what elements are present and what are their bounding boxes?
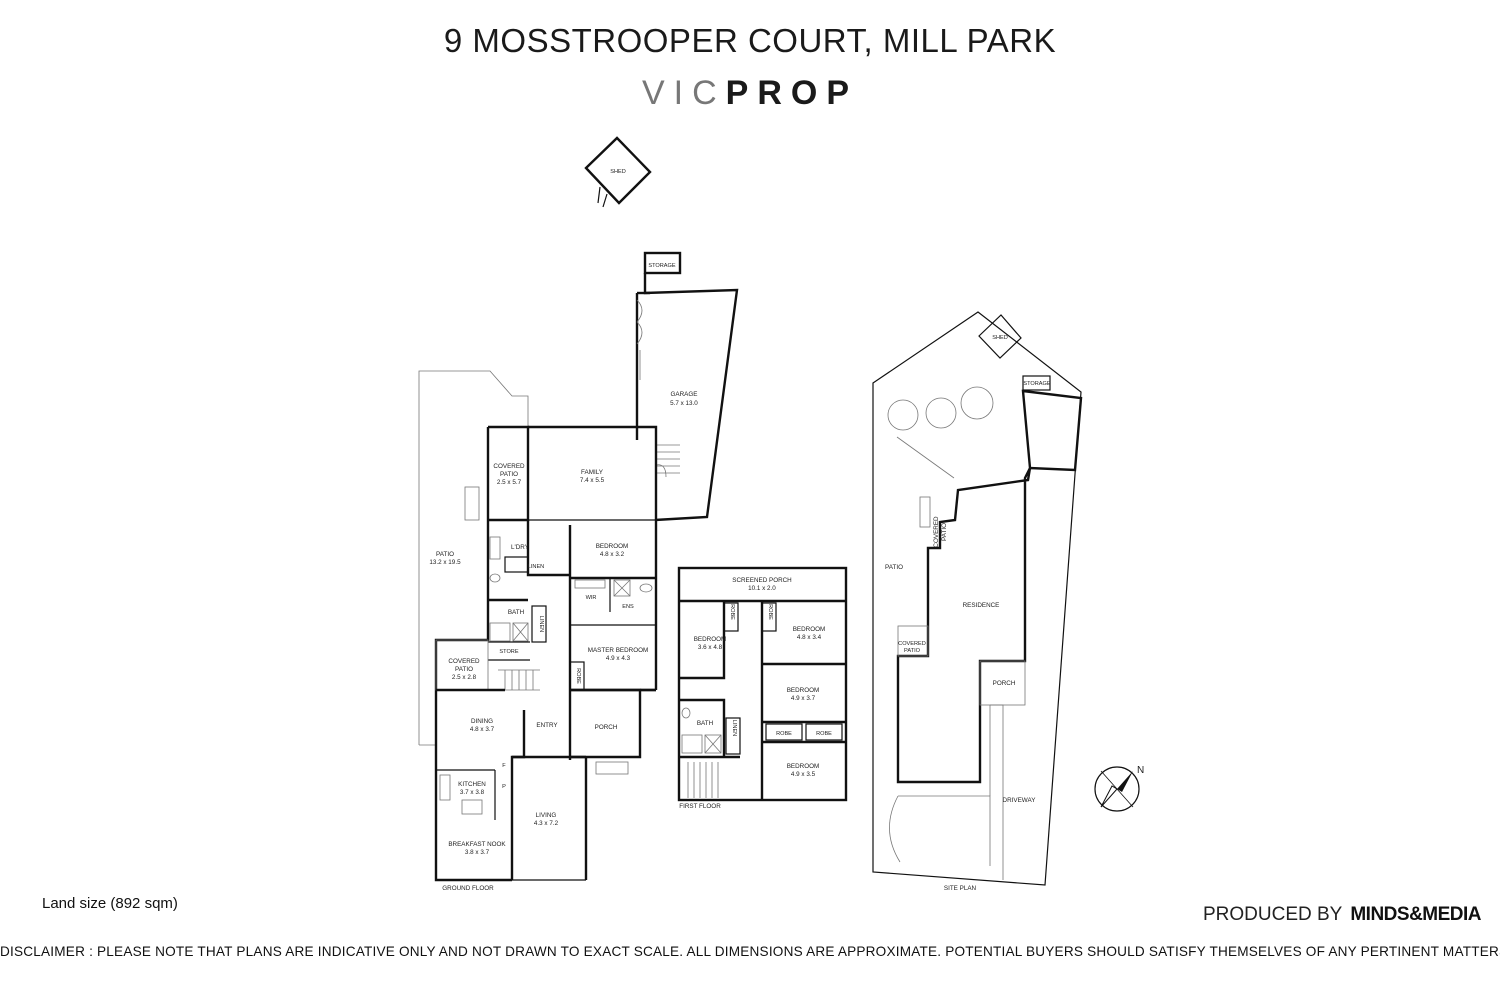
store-name: STORE <box>499 649 518 655</box>
patio-name: PATIO <box>436 551 454 558</box>
kitchen-name: KITCHEN <box>458 781 486 788</box>
bedroom-b-name: BEDROOM <box>793 626 826 633</box>
bath-ff-name: BATH <box>697 720 714 727</box>
covered-patio-side-name2: PATIO <box>455 666 473 673</box>
fridge-label: F <box>502 763 506 769</box>
site-driveway-label: DRIVEWAY <box>1003 797 1037 804</box>
gf-storage-label: STORAGE <box>648 263 676 269</box>
land-size: Land size (892 sqm) <box>42 895 178 912</box>
master-bedroom-size: 4.9 x 4.3 <box>606 655 631 662</box>
shed-label: SHED <box>610 169 626 175</box>
ground-floor-plan: STORAGE GARAGE 5.7 x 13.0 COVERED PATIO … <box>418 251 739 892</box>
produced-by-label: PRODUCED BY <box>1203 904 1343 925</box>
covered-patio-top-name1: COVERED <box>493 463 525 470</box>
producer-credit: PRODUCED BY MINDS&MEDIA <box>1203 904 1482 926</box>
covered-patio-side-name1: COVERED <box>448 658 480 665</box>
kitchen-size: 3.7 x 3.8 <box>460 789 485 796</box>
master-bedroom-name: MASTER BEDROOM <box>588 647 649 654</box>
patio-size: 13.2 x 19.5 <box>429 559 461 566</box>
agency-logo-bold: PROP <box>725 74 859 112</box>
dining-name: DINING <box>471 718 493 725</box>
site-storage-label: STORAGE <box>1023 381 1051 387</box>
linen-2-name: LINEN <box>538 616 544 632</box>
ens-name: ENS <box>622 604 634 610</box>
agency-logo-light: VIC <box>641 74 726 112</box>
wir-name: WIR <box>586 595 597 601</box>
laundry-name: L'DRY <box>511 544 530 551</box>
family-name: FAMILY <box>581 469 604 476</box>
robe-d-name: ROBE <box>816 731 832 737</box>
producer-logo: MINDS&MEDIA <box>1350 904 1482 925</box>
dining-size: 4.8 x 3.7 <box>470 726 495 733</box>
garage-size: 5.7 x 13.0 <box>670 400 698 407</box>
covered-patio-top-size: 2.5 x 5.7 <box>497 479 522 486</box>
disclaimer: DISCLAIMER : PLEASE NOTE THAT PLANS ARE … <box>0 944 1500 959</box>
family-size: 7.4 x 5.5 <box>580 477 605 484</box>
bedroom-c-size: 4.9 x 3.7 <box>791 695 816 702</box>
site-patio-label: PATIO <box>885 564 903 571</box>
site-covered-patio-top-2: PATIO <box>941 523 948 541</box>
living-size: 4.3 x 7.2 <box>534 820 559 827</box>
bedroom-a-size: 3.6 x 4.8 <box>698 644 723 651</box>
compass-north-label: N <box>1137 765 1144 776</box>
bedroom-c-name: BEDROOM <box>787 687 820 694</box>
breakfast-nook-name: BREAKFAST NOOK <box>448 841 506 848</box>
site-plan: SHED STORAGE COVERED PATIO PATIO RESIDEN… <box>872 311 1083 892</box>
ground-floor-caption: GROUND FLOOR <box>442 885 494 892</box>
covered-patio-side-size: 2.5 x 2.8 <box>452 674 477 681</box>
site-shed-label: SHED <box>992 335 1008 341</box>
detached-shed: SHED <box>584 136 652 208</box>
screened-porch-size: 10.1 x 2.0 <box>748 585 776 592</box>
agency-logo: VICPROP <box>0 74 1500 113</box>
screened-porch-name: SCREENED PORCH <box>732 577 792 584</box>
robe-a-name: ROBE <box>729 604 735 620</box>
breakfast-nook-size: 3.8 x 3.7 <box>465 849 490 856</box>
robe-c-name: ROBE <box>776 731 792 737</box>
site-porch-label: PORCH <box>993 680 1016 687</box>
site-covered-patio-low-2: PATIO <box>904 648 921 654</box>
linen-1-name: LINEN <box>528 564 544 570</box>
robe-b-name: ROBE <box>767 604 773 620</box>
first-floor-plan: SCREENED PORCH 10.1 x 2.0 ROBE ROBE BEDR… <box>677 566 848 810</box>
site-plan-caption: SITE PLAN <box>944 885 977 892</box>
bedroom-gf-size: 4.8 x 3.2 <box>600 551 625 558</box>
north-compass: N <box>1094 765 1144 812</box>
porch-gf-name: PORCH <box>595 724 618 731</box>
bath-gf-name: BATH <box>508 609 525 616</box>
bedroom-d-size: 4.9 x 3.5 <box>791 771 816 778</box>
pantry-label: P <box>502 784 506 790</box>
site-covered-patio-top-1: COVERED <box>933 516 940 548</box>
covered-patio-top-name2: PATIO <box>500 471 518 478</box>
first-floor-caption: FIRST FLOOR <box>679 803 721 810</box>
garage-name: GARAGE <box>671 391 698 398</box>
bedroom-gf-name: BEDROOM <box>596 543 629 550</box>
site-covered-patio-low-1: COVERED <box>898 641 926 647</box>
bedroom-a-name: BEDROOM <box>694 636 727 643</box>
entry-name: ENTRY <box>536 722 558 729</box>
linen-ff-name: LINEN <box>731 720 737 736</box>
property-address: 9 MOSSTROOPER COURT, MILL PARK <box>443 22 1057 59</box>
site-residence-label: RESIDENCE <box>963 602 1000 609</box>
bedroom-b-size: 4.8 x 3.4 <box>797 634 822 641</box>
bedroom-d-name: BEDROOM <box>787 763 820 770</box>
living-name: LIVING <box>536 812 557 819</box>
robe-gf-name: ROBE <box>575 668 581 684</box>
